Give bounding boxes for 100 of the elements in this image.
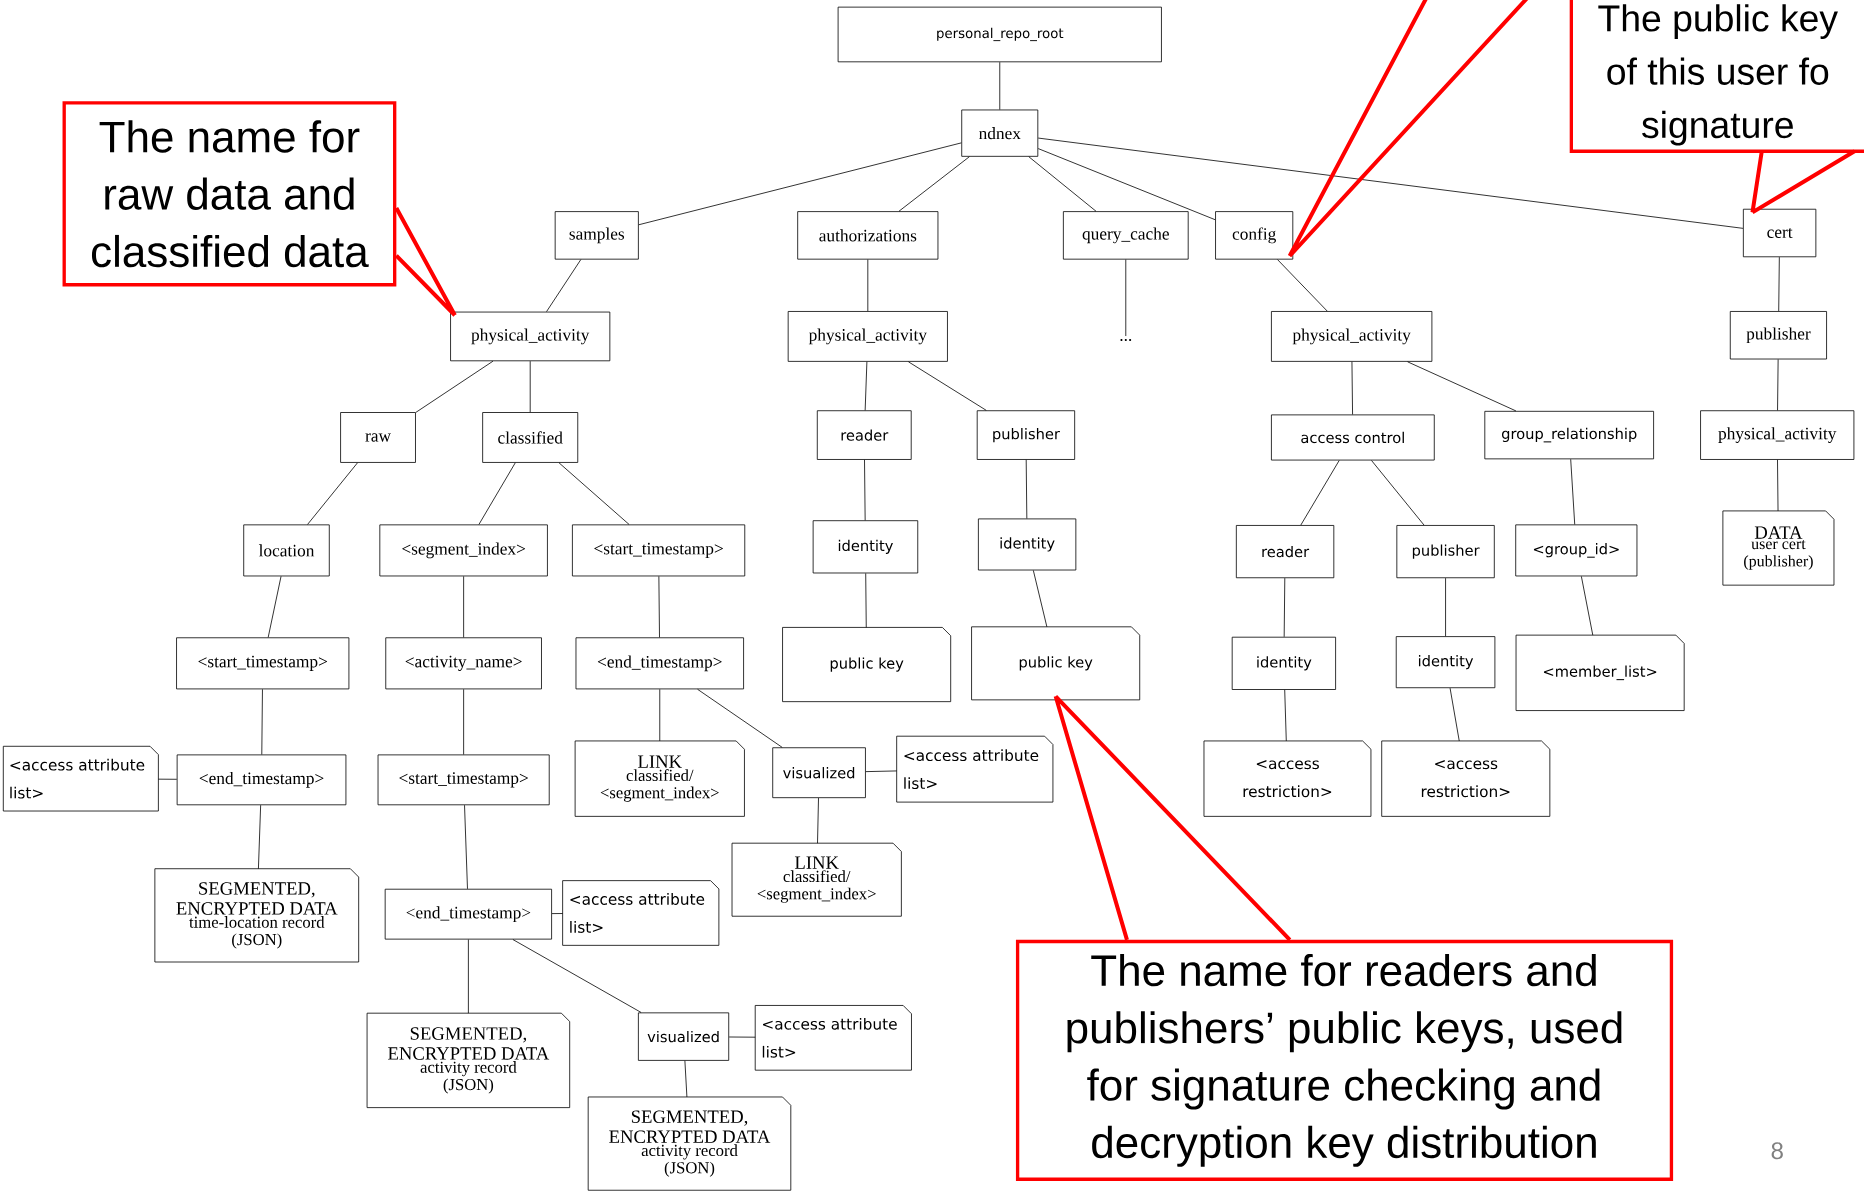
note-box: SEGMENTED, ENCRYPTED DATA time-location record (JSON) [154,868,360,963]
connector-line [1777,359,1779,411]
connector-line [658,576,660,638]
connector-line [684,1060,688,1098]
connector-line [529,360,531,413]
callout-pointer [1287,0,1530,259]
node-box: group_relationship [1484,410,1654,460]
node-box: <start_timestamp> [377,754,550,806]
connector-line [638,142,962,226]
note-box: DATA user cert (publisher) [1722,510,1835,586]
connector-line [1445,577,1446,637]
node-box: personal_repo_root [837,6,1162,63]
connector-line [1025,459,1028,519]
node-box: <group_id> [1515,524,1638,577]
node-box: config [1215,211,1294,260]
connector-line [258,804,262,870]
note-box: LINK classified/ <segment_index> [574,740,745,817]
connector-line [1580,576,1594,636]
connector-line [1032,570,1048,628]
node-box: visualized [772,747,866,799]
connector-line [864,361,868,411]
connector-line [1037,137,1744,229]
connector-line [546,259,582,313]
note-box: LINK classified/ <segment_index> [731,842,902,917]
node-box: reader [1235,525,1335,579]
connector-line [999,61,1001,110]
node-box: physical_activity [1700,410,1855,460]
note-box: public key [782,627,952,703]
node-box: publisher [976,410,1076,460]
node-box: physical_activity [1271,311,1433,362]
connector-line [1300,460,1340,526]
callout-pointer [394,206,457,318]
connector-line [463,688,465,755]
callout-pointer [1053,694,1292,942]
node-box: physical_activity [787,311,948,362]
note-box: <access restriction> [1203,740,1372,817]
node-box: visualized [638,1012,730,1061]
connector-line [512,939,642,1013]
note-box: <access attribute list> [754,1005,912,1071]
note-box: <access restriction> [1381,740,1551,817]
connector-line [1407,361,1517,412]
node-box: location [243,524,330,577]
node-box: <activity_name> [385,637,542,690]
callout-pointer [1750,149,1857,215]
node-box: <segment_index> [379,524,548,577]
note-box: public key [971,626,1141,701]
connector-line [898,156,970,212]
connector-line [415,360,494,413]
node-box: access control [1271,414,1435,461]
connector-line [867,259,869,312]
callout-box: The name for readers and publishers’ public keys, used for signature checking and decryption key distribution [1015,939,1674,1181]
node-box: identity [812,520,919,574]
connector-line [1371,460,1425,526]
node-box: ndnex [961,109,1039,157]
callout-box: The name for raw data and classified data [62,101,397,287]
connector-line [697,688,783,748]
connector-line [865,770,898,773]
note-box: SEGMENTED, ENCRYPTED DATA activity record (JSON) [587,1096,792,1191]
node-box: <start_timestamp> [572,524,746,577]
connector-line [1570,458,1576,525]
node-box: identity [1395,636,1496,689]
connector-line [1777,459,1779,512]
connector-line [261,688,263,755]
connector-line [1283,577,1286,638]
node-box: query_cache [1062,211,1189,260]
node-box: identity [1231,636,1336,690]
note-box: SEGMENTED, ENCRYPTED DATA activity record (JSON) [366,1012,571,1109]
callout-box: The public key of this user fo signature [1569,0,1864,153]
node-box: identity [978,518,1077,571]
note-box: <access attribute list> [2,745,159,812]
connector-line [1284,689,1287,742]
connector-line [468,939,469,1014]
connector-line [1351,361,1353,415]
connector-line [1449,687,1460,742]
connector-line [1037,148,1216,221]
node-box: authorizations [797,211,939,260]
node-box: <end_timestamp> [575,637,744,690]
connector-line [478,462,516,525]
node-box: samples [554,211,639,260]
connector-line [817,797,819,844]
ellipsis-text: ... [1120,339,1132,342]
connector-line [464,804,468,890]
connector-line [551,913,564,915]
note-box: <access attribute list> [562,880,720,946]
connector-line [728,1036,756,1038]
note-box: <member_list> [1515,634,1685,711]
connector-line [865,573,867,628]
node-box: <end_timestamp> [384,888,552,940]
page-number: 8 [1771,1142,1783,1160]
node-box: publisher [1729,311,1827,360]
node-box: <end_timestamp> [176,754,347,806]
node-box: publisher [1396,525,1495,579]
connector-line [463,576,465,638]
node-box: reader [816,410,912,460]
connector-line [558,462,630,525]
node-box: raw [340,412,416,463]
connector-line [659,688,661,742]
connector-line [267,576,282,638]
connector-line [158,778,178,780]
connector-line [1277,259,1328,312]
